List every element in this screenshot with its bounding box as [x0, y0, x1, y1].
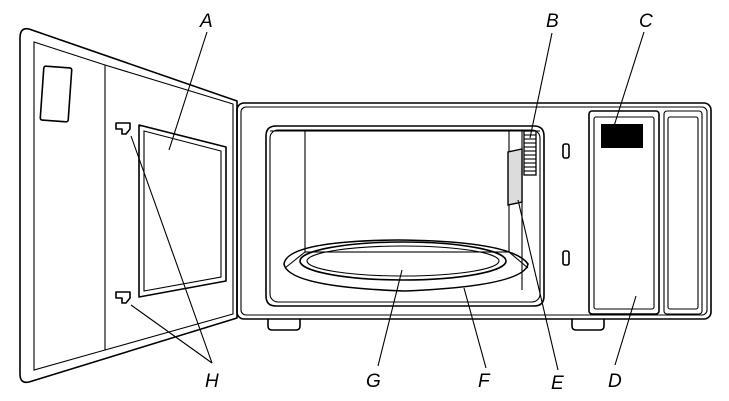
turntable [283, 239, 529, 292]
door [19, 27, 238, 384]
latch-slot-lower [562, 250, 570, 266]
roller-ring [283, 239, 529, 292]
glass-tray [299, 241, 507, 281]
display [601, 124, 643, 148]
callout-C: C [639, 11, 653, 32]
oven-cavity [265, 125, 545, 307]
door-hook-lower [115, 291, 131, 304]
callout-A: A [199, 11, 213, 32]
callout-H: H [205, 371, 219, 392]
callout-G: G [366, 371, 381, 392]
foot-right [571, 318, 605, 331]
door-handle-recess [39, 65, 73, 123]
door-safety-lock [523, 130, 537, 176]
latch-slot-upper [562, 143, 570, 159]
door-hook-upper [115, 122, 131, 135]
control-panel [588, 110, 703, 315]
waveguide-cover [507, 148, 523, 206]
callout-E: E [551, 373, 564, 394]
door-seal [138, 124, 227, 298]
callout-B: B [546, 11, 559, 32]
leader-lines [130, 31, 645, 371]
callout-F: F [478, 371, 491, 392]
foot-left [267, 318, 301, 331]
callout-D: D [608, 371, 622, 392]
